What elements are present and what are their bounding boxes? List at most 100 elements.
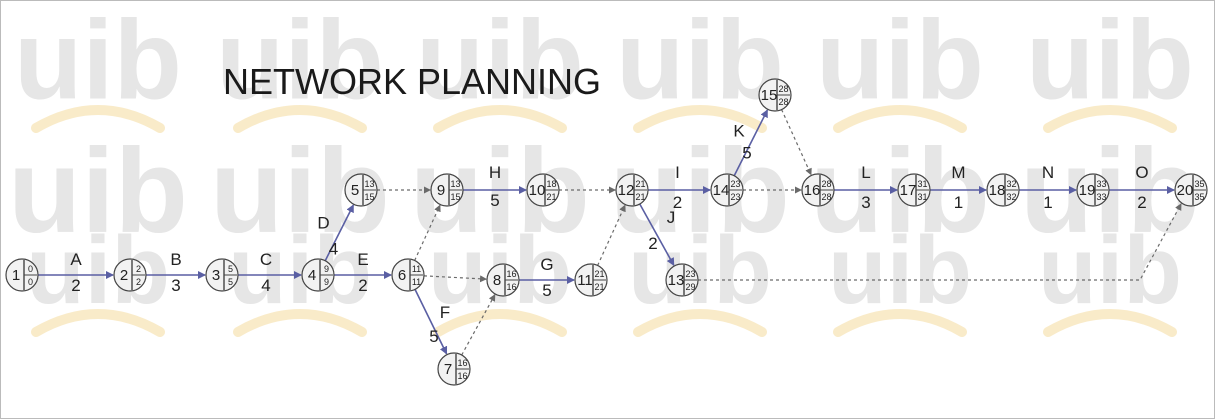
- event-node-circle: [1174, 173, 1208, 207]
- event-node-number: 16: [804, 182, 821, 199]
- activity-name: M: [951, 163, 965, 182]
- watermark-logo-text: uib: [616, 0, 784, 122]
- activity-duration: 2: [1137, 193, 1146, 212]
- watermark-arc: [433, 309, 567, 337]
- event-node-number: 19: [1079, 182, 1096, 199]
- activity-name: K: [733, 122, 745, 141]
- activity-duration: 2: [673, 193, 682, 212]
- event-node-circle: [615, 173, 649, 207]
- event-earliest-time: 2: [136, 264, 141, 274]
- dummy-arrow-11-12: [597, 204, 626, 266]
- activity-duration: 5: [490, 191, 499, 210]
- activity-duration: 3: [171, 276, 180, 295]
- watermark-arc: [833, 309, 967, 337]
- dummy-arrow-6-8: [423, 275, 488, 283]
- activity-name: F: [440, 303, 450, 322]
- watermark-logo-text: uib: [828, 217, 972, 324]
- watermark-arc: [233, 105, 367, 133]
- activity-name: A: [70, 250, 82, 269]
- event-latest-time: 11: [412, 277, 421, 287]
- activity-arrow-k: [733, 109, 769, 177]
- event-latest-time: 21: [546, 192, 556, 202]
- event-earliest-time: 21: [635, 179, 645, 189]
- watermark-logo-text: uib: [8, 124, 188, 258]
- event-latest-time: 33: [1096, 192, 1106, 202]
- event-earliest-time: 31: [917, 179, 927, 189]
- activity-name: G: [540, 255, 553, 274]
- event-node-circle: [1076, 173, 1110, 207]
- event-latest-time: 9: [324, 277, 329, 287]
- activity-duration: 4: [329, 240, 338, 259]
- event-earliest-time: 35: [1194, 179, 1204, 189]
- activity-duration: 4: [261, 276, 270, 295]
- event-earliest-time: 16: [506, 269, 516, 279]
- event-latest-time: 5: [228, 277, 233, 287]
- watermark-arc: [1043, 105, 1177, 133]
- event-node-circle: [486, 263, 520, 297]
- event-earliest-time: 33: [1096, 179, 1106, 189]
- event-earliest-time: 23: [730, 179, 740, 189]
- watermark-logo-text: uib: [1026, 0, 1194, 122]
- event-node-circle: [665, 263, 699, 297]
- activity-name: C: [260, 250, 272, 269]
- event-earliest-time: 16: [457, 358, 467, 368]
- event-node-number: 12: [618, 182, 635, 199]
- event-latest-time: 2: [136, 277, 141, 287]
- diagram-title: NETWORK PLANNING: [223, 61, 601, 102]
- event-latest-time: 32: [1006, 192, 1016, 202]
- activity-name: N: [1042, 163, 1054, 182]
- event-latest-time: 28: [778, 97, 788, 107]
- activity-arrow-f: [414, 289, 448, 355]
- activity-duration: 5: [429, 327, 438, 346]
- event-node-number: 11: [577, 272, 593, 289]
- event-node-circle: [205, 258, 239, 292]
- activity-name: J: [667, 208, 676, 227]
- event-node-number: 10: [529, 182, 546, 199]
- event-node-number: 14: [713, 182, 730, 199]
- event-latest-time: 29: [685, 282, 695, 292]
- activity-name: I: [675, 163, 680, 182]
- event-node-circle: [430, 173, 464, 207]
- event-node-circle: [986, 173, 1020, 207]
- event-node-number: 1: [12, 267, 20, 284]
- activity-duration: 2: [358, 276, 367, 295]
- activity-arrow-j: [639, 203, 675, 267]
- activity-name: H: [489, 163, 501, 182]
- event-node-circle: [710, 173, 744, 207]
- event-node-circle: [5, 258, 39, 292]
- activity-name: D: [317, 214, 329, 233]
- activity-arrow-d: [324, 204, 355, 262]
- event-earliest-time: 13: [364, 179, 374, 189]
- event-node-number: 4: [308, 267, 316, 284]
- watermark-arc: [633, 309, 767, 337]
- event-earliest-time: 9: [324, 264, 329, 274]
- event-node-number: 8: [493, 272, 501, 289]
- activity-duration: 5: [742, 144, 751, 163]
- event-latest-time: 28: [821, 192, 831, 202]
- event-earliest-time: 28: [821, 179, 831, 189]
- event-earliest-time: 18: [546, 179, 556, 189]
- event-node-circle: [758, 78, 792, 112]
- activity-duration: 1: [954, 193, 963, 212]
- event-node-circle: [897, 173, 931, 207]
- watermark-logo-text: uib: [228, 217, 372, 324]
